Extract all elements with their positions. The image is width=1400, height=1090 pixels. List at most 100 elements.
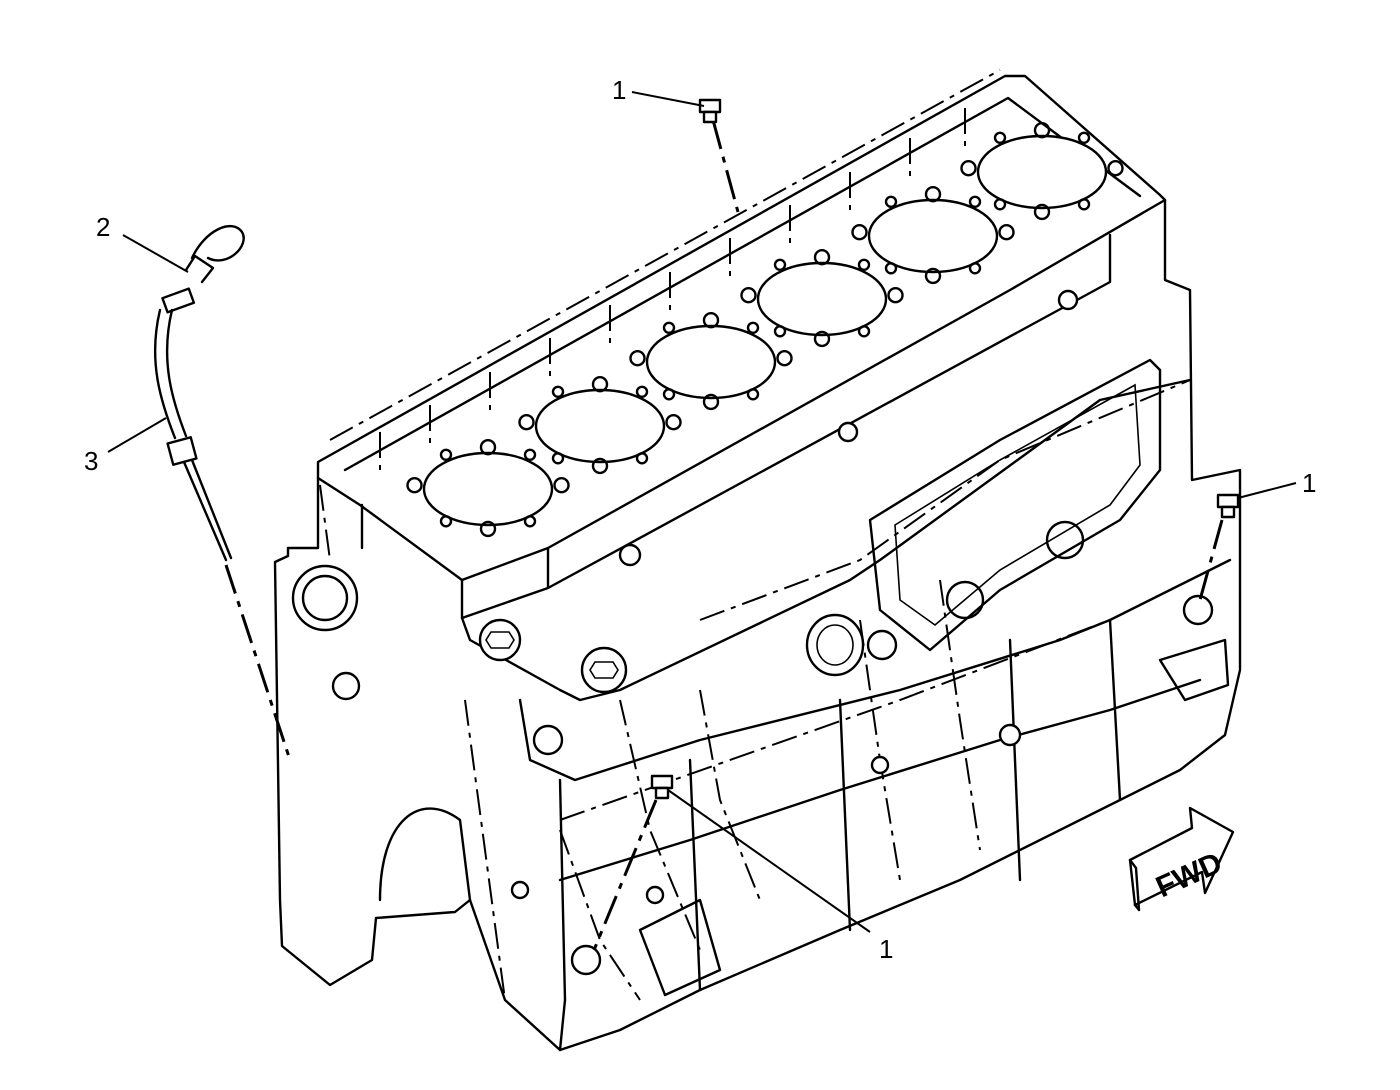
deck-hole (993, 198, 1007, 211)
deck-hole (665, 414, 682, 431)
callout-label-1-bottom: 1 (879, 934, 893, 964)
oil-dipstick-assembly (153, 225, 245, 562)
lower-boss-5 (998, 723, 1022, 747)
deck-hole (773, 325, 787, 338)
dipstick-handle (184, 254, 215, 284)
deck-hole (1033, 203, 1051, 221)
side-cover-port-2 (1045, 520, 1085, 560)
cylinder-bore-3 (645, 324, 777, 400)
dipstick-centerline (224, 564, 292, 761)
cam-plug (866, 629, 898, 661)
leader-line-1-right (1237, 482, 1297, 499)
lower-boss-7 (510, 880, 530, 900)
plug-top-centerline (711, 119, 740, 213)
deck-hole (924, 185, 942, 203)
lower-boss-2 (618, 543, 642, 567)
side-cover-port-1 (945, 580, 985, 620)
lower-boss-6 (870, 755, 890, 775)
deck-front-edge (360, 233, 1112, 620)
deck-hole (591, 457, 609, 475)
dipstick-handle-loop (190, 225, 245, 262)
block-bottom-edge (558, 598, 1242, 1052)
drain-plug-seat-right (1182, 594, 1214, 626)
deck-hole (924, 267, 942, 285)
deck-hole (702, 312, 720, 329)
deck-hole (635, 385, 649, 398)
lower-boss-3 (837, 421, 859, 443)
deck-hole (740, 287, 757, 304)
deck-hole (479, 439, 497, 456)
mounting-foot-left (638, 898, 722, 997)
cylinder-block (273, 69, 1242, 1052)
drain-plug-seat-left (570, 944, 602, 976)
deck-hole (702, 393, 720, 411)
deck-hole (635, 452, 649, 465)
callout-label-3: 3 (84, 446, 98, 476)
hex-plug-front (331, 671, 361, 701)
plug-top (698, 98, 722, 124)
deck-hole (813, 330, 831, 348)
mounting-foot-right (1158, 638, 1230, 702)
deck-hole (773, 258, 787, 271)
leader-line-3 (107, 417, 167, 453)
hex-plug-2 (580, 646, 628, 694)
cylinder-bore-1 (422, 451, 554, 527)
deck-hole (523, 515, 537, 528)
callout-label-1-right: 1 (1302, 468, 1316, 498)
side-cover-plate (868, 358, 1162, 652)
front-seal-bore (291, 564, 359, 632)
leader-line-2 (122, 234, 189, 273)
deck-hole (1033, 121, 1051, 139)
deck-hole (479, 520, 497, 538)
deck-hole (968, 195, 982, 209)
deck-hole (1077, 198, 1091, 211)
forward-direction-arrow: FWD (1128, 806, 1235, 912)
deck-hole (968, 262, 982, 275)
deck-hole (662, 388, 676, 401)
deck-hole (857, 258, 871, 271)
deck-hole (746, 321, 760, 334)
crankshaft-bore (378, 807, 472, 902)
leader-line-1-top (631, 91, 705, 107)
plug-right-centerline (1198, 519, 1224, 601)
side-cover-inner (894, 383, 1141, 627)
deck-hole (993, 131, 1007, 145)
deck-holes (406, 121, 1124, 538)
deck-hole (1077, 131, 1091, 145)
dipstick-tube (153, 308, 188, 440)
cylinder-bore-6 (976, 134, 1108, 210)
cylinder-bore-4 (756, 261, 888, 337)
deck-hole (439, 448, 453, 461)
block-front-face (273, 476, 567, 1052)
deck-hole (746, 388, 760, 401)
fwd-arrow-shape (1128, 806, 1235, 907)
front-seal-bore-inner (301, 574, 349, 622)
deck-hole (518, 414, 535, 431)
dipstick-tube-tip (182, 458, 233, 562)
deck-hole (998, 223, 1015, 241)
cylinder-bore-2 (534, 388, 666, 464)
callout-label-1-top: 1 (612, 75, 626, 105)
deck-hole (629, 350, 646, 367)
deck-hole (439, 515, 453, 528)
lower-boss-1 (532, 724, 564, 756)
plug-bottom-centerline (592, 799, 658, 951)
deck-hole (887, 287, 904, 304)
side-plugs (478, 289, 1214, 976)
pan-rail (558, 678, 1202, 882)
deck-hole (851, 223, 868, 241)
lower-boss-8 (645, 885, 665, 905)
cylinder-bores (422, 134, 1108, 527)
assembly-centerlines (224, 119, 1224, 951)
deck-hole (551, 452, 565, 465)
deck-hole (523, 448, 537, 461)
dipstick-collar (161, 287, 196, 314)
deck-hole (551, 385, 565, 398)
plug-right (1216, 493, 1240, 519)
deck-hole (591, 376, 609, 393)
cylinder-bore-5 (867, 198, 999, 274)
skirt-edge (558, 618, 1122, 1002)
callout-label-2: 2 (96, 212, 110, 242)
deck-hole (553, 477, 570, 494)
